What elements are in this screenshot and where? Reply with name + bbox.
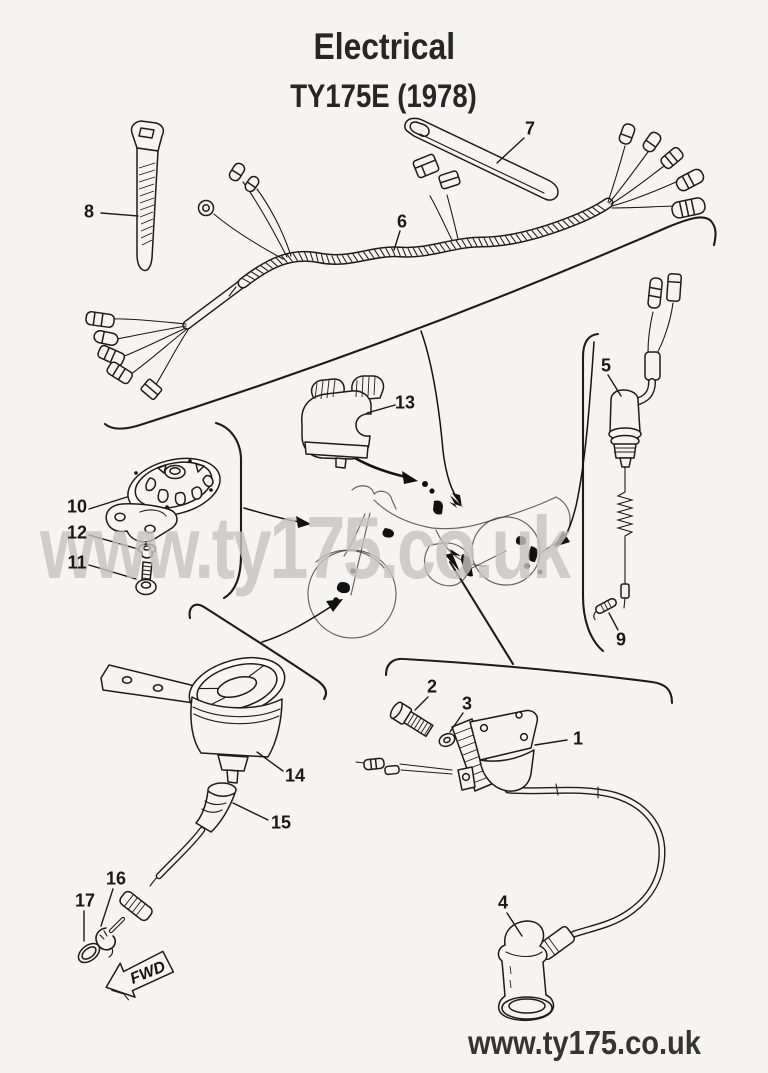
part-label-16: 16 xyxy=(105,868,127,889)
part-label-7: 7 xyxy=(524,118,536,139)
part-label-3: 3 xyxy=(461,693,473,714)
part-label-5: 5 xyxy=(600,355,612,376)
part-label-14: 14 xyxy=(284,765,306,786)
part-label-8: 8 xyxy=(83,201,95,222)
part-label-17: 17 xyxy=(74,890,96,911)
part-label-2: 2 xyxy=(426,676,438,697)
part-10-horn xyxy=(105,457,221,543)
part-13-handlebar-switch xyxy=(301,375,385,469)
part-15-boot-cable xyxy=(108,782,237,934)
part-label-15: 15 xyxy=(270,812,292,833)
part-14-speedometer xyxy=(100,656,286,784)
page-subtitle: TY175E (1978) xyxy=(290,78,478,114)
section-divider-lines xyxy=(103,216,717,705)
part-9-clip xyxy=(593,597,617,621)
part-7-band xyxy=(404,117,559,201)
page-title: Electrical xyxy=(313,26,455,67)
part-label-11: 11 xyxy=(67,552,87,573)
routing-arrows xyxy=(243,330,595,643)
motorcycle-outline xyxy=(307,485,571,639)
part-8-cable-tie xyxy=(130,120,165,272)
part-11-bolt xyxy=(135,561,157,596)
part-12-washer xyxy=(137,543,157,559)
part-4-spark-plug-cap xyxy=(497,920,576,1021)
part-6-wiring-harness xyxy=(85,123,706,401)
part-label-6: 6 xyxy=(396,211,408,232)
part-17-o-ring xyxy=(77,942,101,964)
part-3-washer xyxy=(438,732,456,748)
harness-wrap-ticks xyxy=(242,204,605,284)
part-16-clip xyxy=(95,927,117,958)
part-5-brake-switch xyxy=(608,273,683,609)
part-label-4: 4 xyxy=(497,892,509,913)
part-label-9: 9 xyxy=(615,629,627,650)
part-1-ignition-coil xyxy=(355,709,666,938)
part-label-13: 13 xyxy=(394,392,416,413)
part-label-12: 12 xyxy=(66,522,88,543)
footer-website-url: www.ty175.co.uk xyxy=(468,1024,701,1061)
part-2-bolt xyxy=(389,701,434,738)
wire-routing-blobs xyxy=(333,481,543,603)
part-label-10: 10 xyxy=(66,496,88,517)
leader-lines xyxy=(83,137,622,942)
part-label-1: 1 xyxy=(572,728,584,749)
